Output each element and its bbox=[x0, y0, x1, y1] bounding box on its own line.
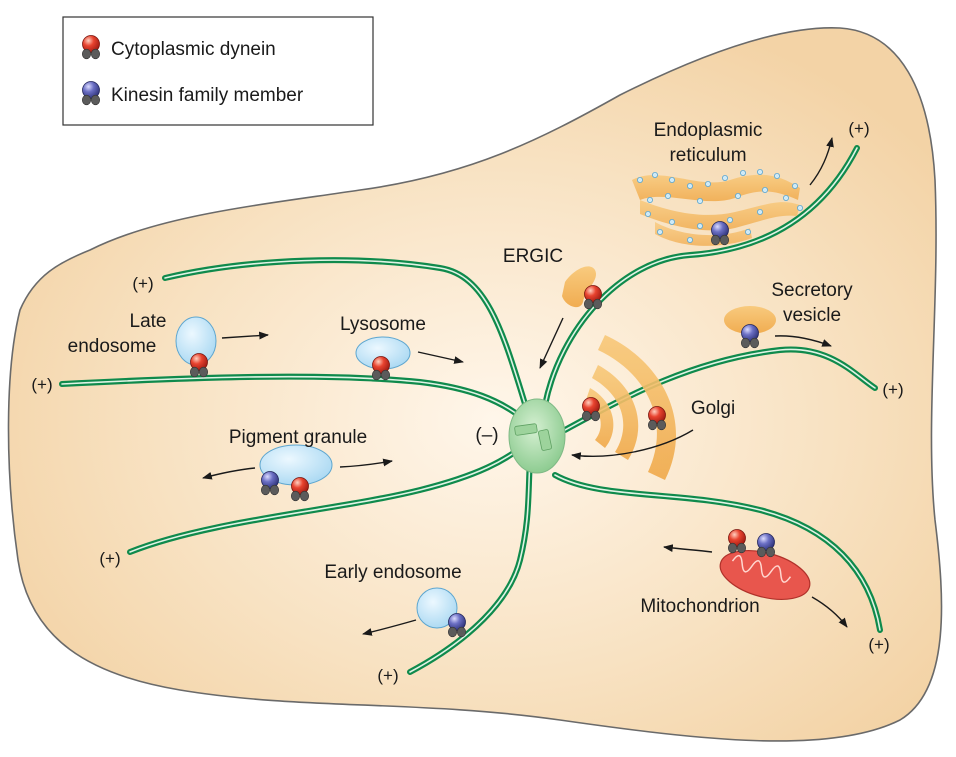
microtubules bbox=[59, 145, 883, 675]
label-plus-left: (+) bbox=[31, 375, 52, 394]
legend-kinesin-label: Kinesin family member bbox=[111, 85, 304, 106]
legend-dynein-label: Cytoplasmic dynein bbox=[111, 39, 276, 60]
label-plus-lower-right: (+) bbox=[868, 635, 889, 654]
label-lysosome: Lysosome bbox=[340, 314, 426, 335]
label-late-endosome-line1: Late bbox=[130, 311, 167, 332]
label-plus-right: (+) bbox=[882, 380, 903, 399]
label-er-line2: reticulum bbox=[669, 145, 746, 166]
label-early-endosome: Early endosome bbox=[324, 562, 461, 583]
movement-arrows bbox=[202, 137, 848, 636]
label-plus-lower-left: (+) bbox=[99, 549, 120, 568]
legend-box bbox=[62, 16, 374, 126]
label-plus-upper-right: (+) bbox=[848, 119, 869, 138]
early-endosome-vesicle bbox=[416, 587, 458, 629]
cell-body bbox=[7, 27, 943, 742]
mitochondrion bbox=[719, 550, 811, 600]
label-ergic: ERGIC bbox=[503, 246, 563, 267]
label-plus-upper-left: (+) bbox=[132, 274, 153, 293]
label-pigment-granule: Pigment granule bbox=[229, 427, 367, 448]
centrosome bbox=[508, 398, 566, 474]
labels: Endoplasmic reticulum ERGIC Secretory ve… bbox=[31, 119, 903, 685]
label-minus-end: (–) bbox=[475, 425, 498, 446]
label-secretory-line1: Secretory bbox=[771, 280, 853, 301]
label-golgi: Golgi bbox=[691, 398, 735, 419]
label-mitochondrion: Mitochondrion bbox=[640, 596, 759, 617]
ergic-organelle bbox=[562, 266, 597, 308]
label-er-line1: Endoplasmic bbox=[654, 120, 763, 141]
label-secretory-line2: vesicle bbox=[783, 305, 841, 326]
legend: Cytoplasmic dynein Kinesin family member bbox=[62, 16, 374, 126]
label-plus-bottom: (+) bbox=[377, 666, 398, 685]
label-late-endosome-line2: endosome bbox=[68, 336, 157, 357]
secretory-vesicle bbox=[724, 306, 776, 334]
